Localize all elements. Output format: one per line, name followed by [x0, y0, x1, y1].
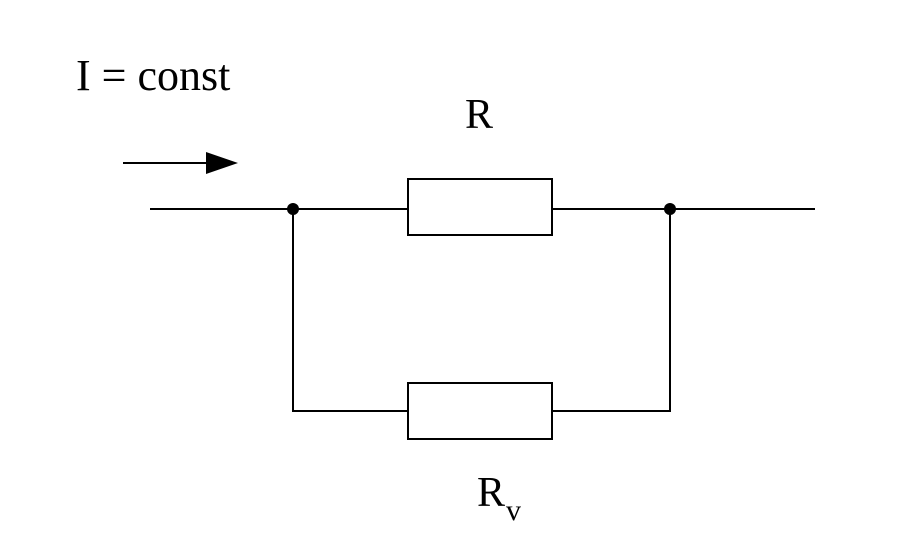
- current-label: I = const: [76, 51, 231, 100]
- resistor-rv: [408, 383, 552, 439]
- resistor-r-label: R: [465, 92, 494, 138]
- wire-bottom-left: [293, 209, 408, 411]
- junction-right: [664, 203, 676, 215]
- wire-bottom-right: [552, 209, 670, 411]
- resistor-rv-label-subscript: v: [506, 494, 522, 527]
- junction-left: [287, 203, 299, 215]
- current-arrow-icon: [123, 152, 238, 174]
- resistor-rv-label: Rv: [477, 470, 521, 526]
- resistor-rv-label-main: R: [477, 470, 506, 516]
- resistor-r: [408, 179, 552, 235]
